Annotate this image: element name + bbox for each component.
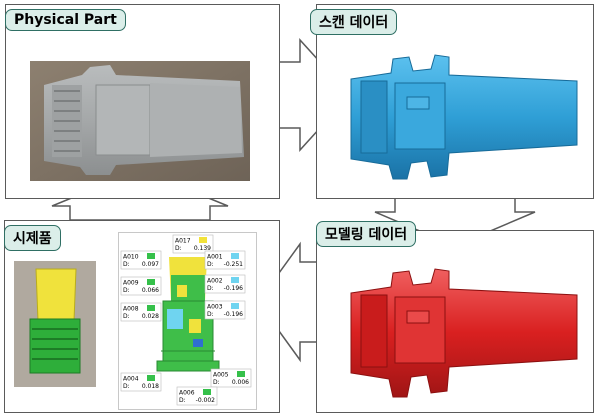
- inspection-id: A005: [213, 372, 229, 379]
- inspection-swatch: [203, 389, 211, 395]
- inspection-id: A009: [123, 280, 139, 287]
- inspection-id: A010: [123, 254, 139, 261]
- physical-part-photo: [30, 61, 250, 181]
- inspection-id: A003: [207, 304, 223, 311]
- inspection-deviation: 0.097: [142, 261, 159, 268]
- prototype-photo: [14, 261, 96, 387]
- inspection-swatch: [237, 371, 245, 377]
- model-blade-model: [350, 268, 578, 398]
- inspection-d-prefix: D:: [175, 245, 182, 252]
- inspection-d-prefix: D:: [179, 397, 186, 404]
- inspection-swatch: [199, 237, 207, 243]
- inspection-id: A001: [207, 254, 223, 261]
- inspection-swatch: [231, 277, 239, 283]
- inspection-id: A017: [175, 238, 191, 245]
- model-data-title: 모델링 데이터: [316, 221, 417, 247]
- inspection-deviation: 0.139: [194, 245, 211, 252]
- inspection-d-prefix: D:: [123, 313, 130, 320]
- prototype-title: 시제품: [4, 225, 61, 251]
- physical-part-title-text: Physical Part: [14, 12, 117, 28]
- inspection-swatch: [231, 253, 239, 259]
- inspection-swatch: [147, 253, 155, 259]
- inspection-d-prefix: D:: [207, 285, 214, 292]
- inspection-part-colormap: [156, 257, 220, 372]
- inspection-id: A006: [179, 390, 195, 397]
- inspection-deviation: 0.018: [142, 383, 159, 390]
- scan-data-panel: [316, 4, 594, 199]
- scan-blade-model: [350, 54, 578, 180]
- inspection-swatch: [231, 303, 239, 309]
- inspection-swatch: [147, 305, 155, 311]
- physical-part-title: Physical Part: [5, 9, 126, 31]
- inspection-deviation: 0.006: [232, 379, 249, 386]
- scan-data-title: 스캔 데이터: [310, 9, 398, 35]
- model-data-panel: [316, 230, 594, 413]
- scan-data-title-text: 스캔 데이터: [319, 15, 389, 31]
- inspection-swatch: [147, 279, 155, 285]
- model-data-title-text: 모델링 데이터: [325, 227, 408, 243]
- inspection-id: A002: [207, 278, 223, 285]
- inspection-deviation: -0.196: [224, 285, 244, 292]
- inspection-d-prefix: D:: [213, 379, 220, 386]
- inspection-deviation: -0.002: [196, 397, 216, 404]
- inspection-swatch: [147, 375, 155, 381]
- inspection-deviation: -0.196: [224, 311, 244, 318]
- inspection-d-prefix: D:: [207, 311, 214, 318]
- inspection-deviation: 0.066: [142, 287, 159, 294]
- inspection-id: A008: [123, 306, 139, 313]
- physical-part-panel: [5, 4, 280, 199]
- inspection-d-prefix: D:: [123, 261, 130, 268]
- inspection-deviation: 0.028: [142, 313, 159, 320]
- inspection-deviation: -0.251: [224, 261, 244, 268]
- inspection-id: A004: [123, 376, 139, 383]
- inspection-d-prefix: D:: [123, 287, 130, 294]
- inspection-labels: A017D:0.139A010D:0.097A001D:-0.251A009D:…: [120, 234, 252, 406]
- inspection-d-prefix: D:: [207, 261, 214, 268]
- inspection-d-prefix: D:: [123, 383, 130, 390]
- prototype-title-text: 시제품: [13, 231, 52, 247]
- arrow-to-model: [374, 197, 536, 247]
